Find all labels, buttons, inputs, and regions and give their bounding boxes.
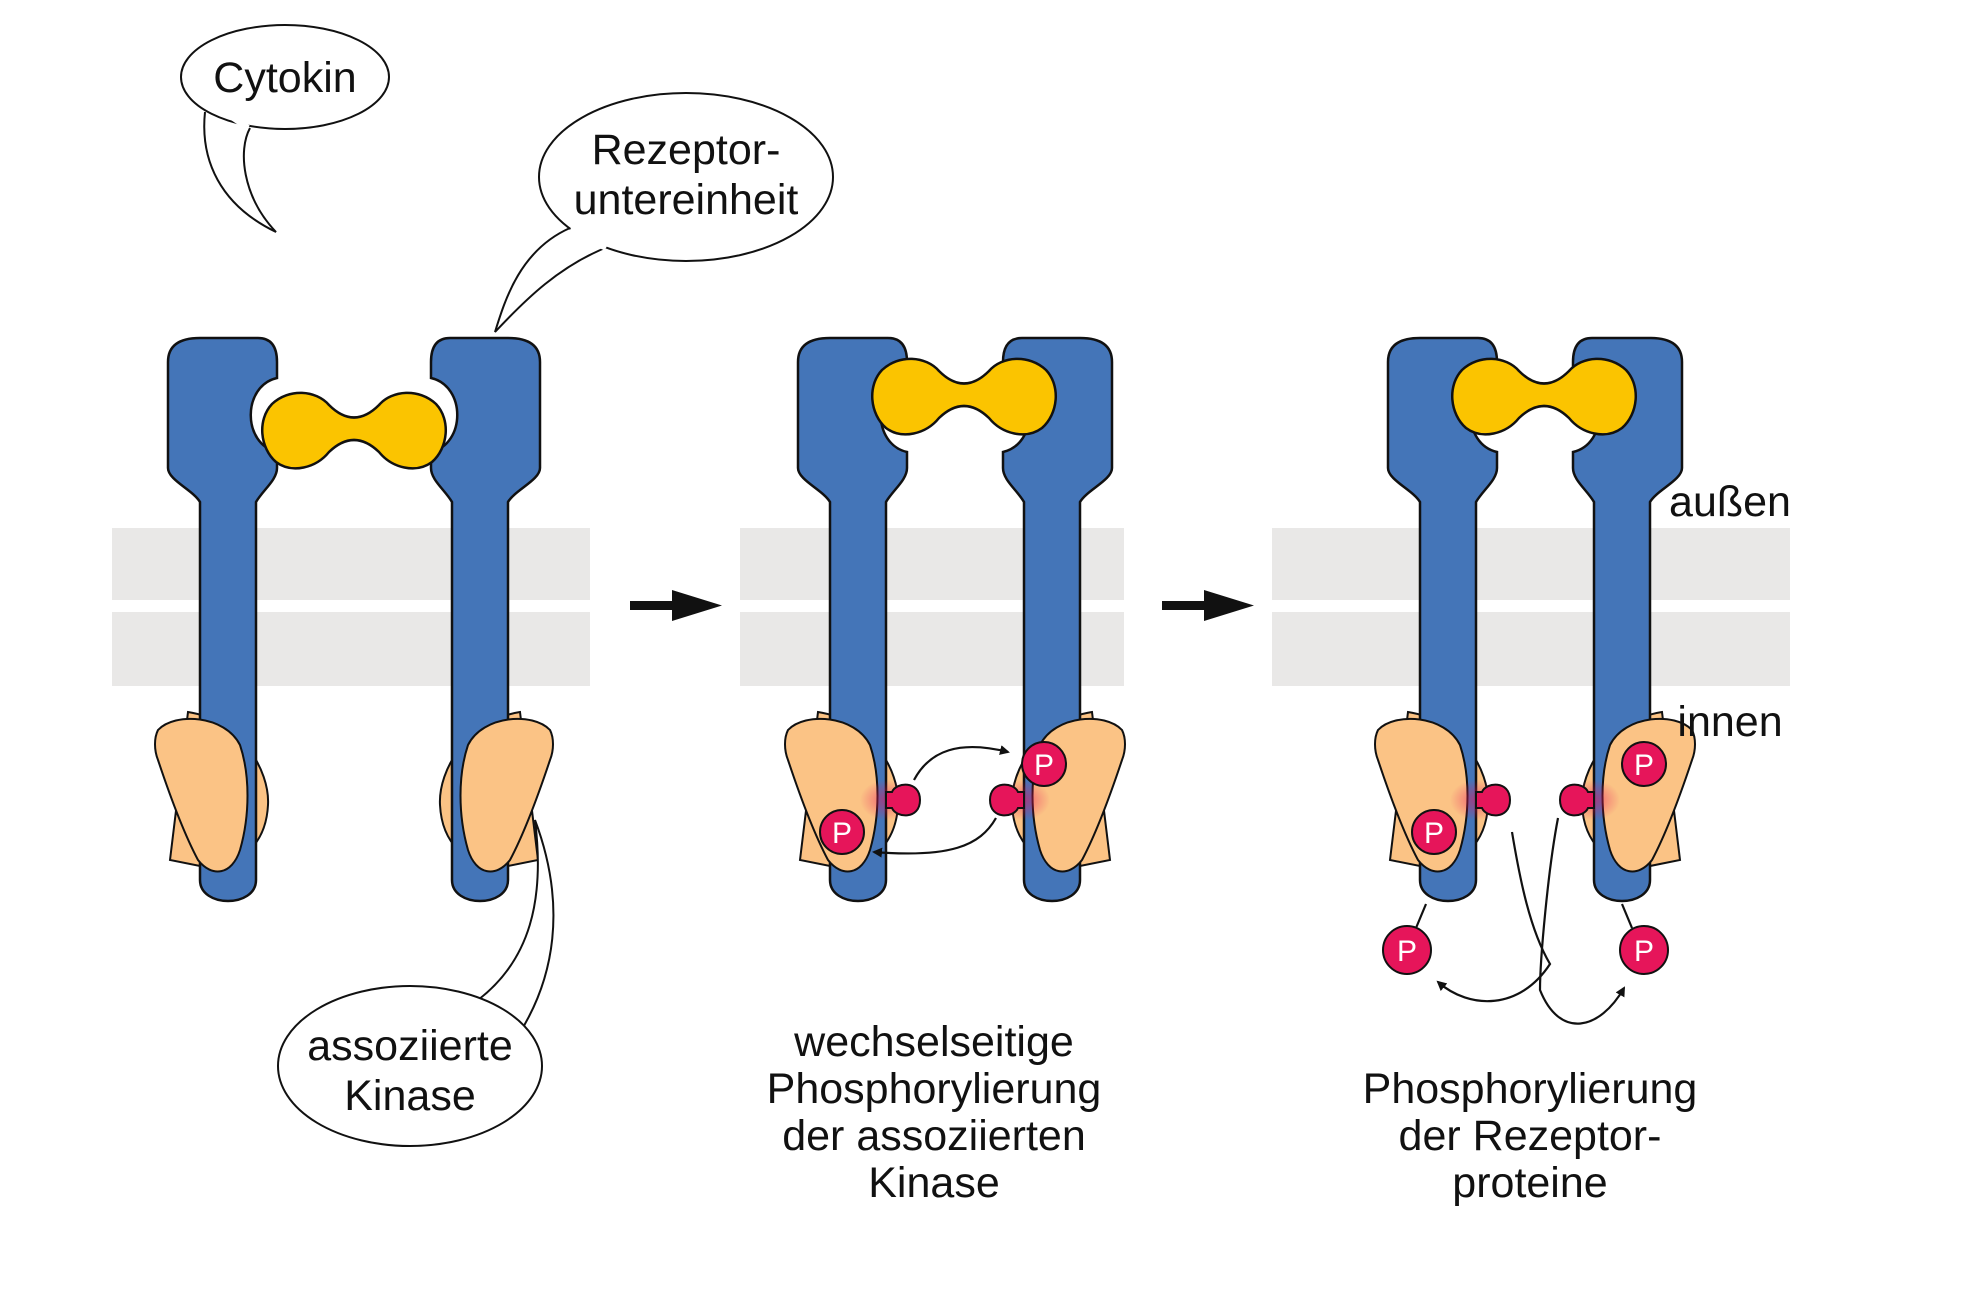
panel-1-unbound-receptor <box>154 336 554 903</box>
phosphate-on-receptor-right: P <box>1619 925 1669 975</box>
callout-cytokine-text: Cytokin <box>213 54 356 102</box>
phospho-stub-right <box>1558 783 1595 817</box>
membrane-panel-3 <box>1272 528 1790 686</box>
caption-step2-line4: Kinase <box>868 1159 999 1207</box>
caption-step3-line3: proteine <box>1452 1159 1607 1207</box>
panel-3-receptor-phosphorylation: P P P P <box>1374 336 1696 1025</box>
caption-step2-line1: wechselseitige <box>793 1018 1074 1066</box>
cytokine <box>260 391 448 470</box>
phospho-stub-left <box>1475 783 1512 817</box>
phosphate-label: P <box>1424 817 1444 850</box>
caption-step2-line3: der assoziierten <box>782 1112 1086 1160</box>
step-arrow-2 <box>1162 590 1254 621</box>
phosphate-label: P <box>1634 935 1654 968</box>
caption-step3-line2: der Rezeptor- <box>1399 1112 1662 1160</box>
caption-step-2: wechselseitige Phosphorylierung der asso… <box>767 1018 1102 1207</box>
cytokine-bound <box>870 357 1058 436</box>
label-outside: außen <box>1669 478 1791 526</box>
caption-step-3: Phosphorylierung der Rezeptor- proteine <box>1363 1065 1698 1207</box>
callout-cytokine: Cytokin <box>180 24 390 233</box>
cross-arrow-to-left <box>872 817 997 858</box>
kinase-right <box>459 717 554 873</box>
callout-kinase-line2: Kinase <box>344 1072 475 1120</box>
phosphate-on-kinase-right: P <box>1021 741 1067 787</box>
phosphate-label: P <box>1634 749 1654 782</box>
arrow-kinase-to-receptor-right <box>1538 817 1625 1025</box>
callout-receptor-subunit: Rezeptor- untereinheit <box>494 92 834 333</box>
phospho-stub-left <box>885 783 922 817</box>
callout-associated-kinase: assoziierte Kinase <box>277 819 555 1147</box>
kinase-left <box>154 717 249 873</box>
phospho-stub-right <box>988 783 1025 817</box>
step-arrow-1 <box>630 590 722 621</box>
phosphate-on-kinase-left: P <box>1411 809 1457 855</box>
cytokine-bound <box>1450 357 1638 436</box>
callout-kinase-line1: assoziierte <box>307 1022 513 1070</box>
callout-receptor-line2: untereinheit <box>574 176 799 224</box>
arrow-kinase-to-receptor-left <box>1436 831 1552 1003</box>
callout-receptor-line1: Rezeptor- <box>592 126 781 174</box>
panel-2-cross-phosphorylation: P P <box>784 336 1126 903</box>
phosphate-label: P <box>832 817 852 850</box>
phosphate-label: P <box>1034 749 1054 782</box>
phosphate-label: P <box>1397 935 1417 968</box>
phosphate-on-kinase-left: P <box>819 809 865 855</box>
cross-arrow-to-right <box>913 745 1010 781</box>
label-inside: innen <box>1677 698 1782 746</box>
caption-step3-line1: Phosphorylierung <box>1363 1065 1698 1113</box>
receptor-phosphate-tether-right <box>1620 903 1634 929</box>
phosphate-on-receptor-left: P <box>1382 925 1432 975</box>
membrane-panel-1 <box>112 528 590 686</box>
caption-step2-line2: Phosphorylierung <box>767 1065 1102 1113</box>
phosphate-on-kinase-right: P <box>1621 741 1667 787</box>
receptor-phosphate-tether-left <box>1414 903 1428 929</box>
